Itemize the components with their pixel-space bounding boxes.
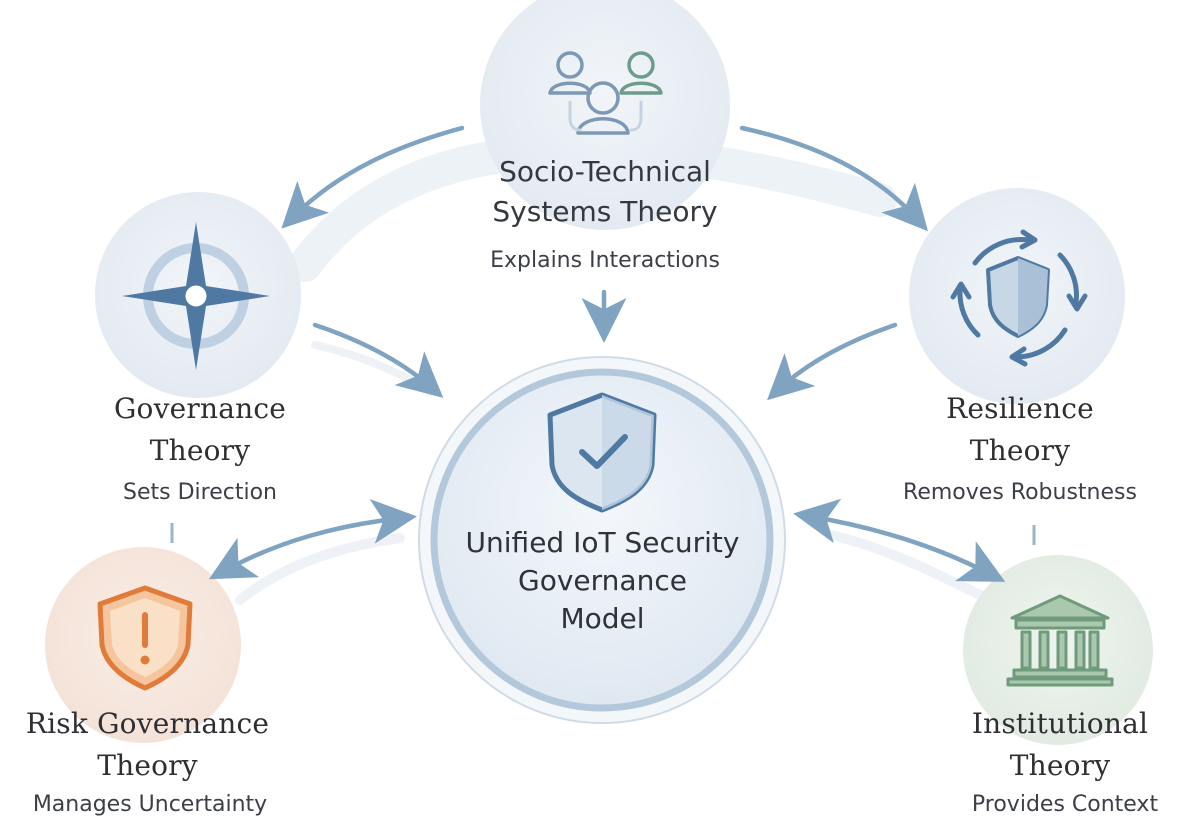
center-title-line-1: Unified IoT Security [465, 526, 740, 559]
center-node-circle [430, 368, 774, 712]
people-group-icon [548, 51, 663, 135]
risk-node-subtitle: Manages Uncertainty [32, 792, 268, 817]
institutional-node-title: Institutional Theory [920, 703, 1200, 787]
governance-title-line-2: Theory [149, 434, 251, 467]
decorative-swoosh [235, 533, 405, 605]
arrow-socio-to-resilience [739, 125, 928, 232]
arrow-institutional-center-bidirectional [793, 498, 1006, 582]
arrow-risk-center-bidirectional [208, 499, 417, 580]
resilience-node-title: Resilience Theory [880, 388, 1160, 472]
arrow-resilience-to-center [767, 322, 898, 401]
institutional-node-subtitle: Provides Context [971, 792, 1159, 817]
arrow-governance-to-center [312, 322, 444, 398]
compass-star-icon [122, 222, 270, 370]
decorative-swoosh [825, 530, 995, 605]
institutional-title-line-2: Theory [1009, 749, 1111, 782]
center-node-title: Unified IoT Security Governance Model [450, 524, 755, 638]
risk-title-line-2: Theory [97, 749, 198, 782]
socio-title-line-1: Socio-Technical [499, 155, 711, 188]
socio-node-title: Socio-Technical Systems Theory [440, 152, 770, 232]
socio-node-circle [480, 0, 730, 230]
socio-title-line-2: Systems Theory [492, 195, 718, 228]
governance-title-line-1: Governance [113, 392, 286, 425]
socio-node-subtitle: Explains Interactions [490, 248, 720, 273]
shield-cycle-icon [950, 229, 1088, 367]
risk-node-title: Risk Governance Theory [0, 703, 295, 787]
governance-node-subtitle: Sets Direction [123, 480, 277, 505]
governance-node-title: Governance Theory [60, 388, 340, 472]
center-title-line-3: Model [560, 602, 645, 635]
institutional-title-line-1: Institutional [971, 707, 1149, 740]
resilience-title-line-1: Resilience [946, 392, 1094, 425]
risk-title-line-1: Risk Governance [25, 707, 270, 740]
decorative-swoosh [311, 341, 434, 396]
resilience-title-line-2: Theory [969, 434, 1071, 467]
center-title-line-2: Governance [518, 564, 687, 597]
institution-building-icon [1006, 594, 1114, 687]
arrow-socio-to-governance [281, 125, 465, 229]
warning-shield-icon [97, 585, 193, 691]
shield-check-icon [547, 392, 657, 513]
resilience-node-subtitle: Removes Robustness [903, 480, 1137, 505]
